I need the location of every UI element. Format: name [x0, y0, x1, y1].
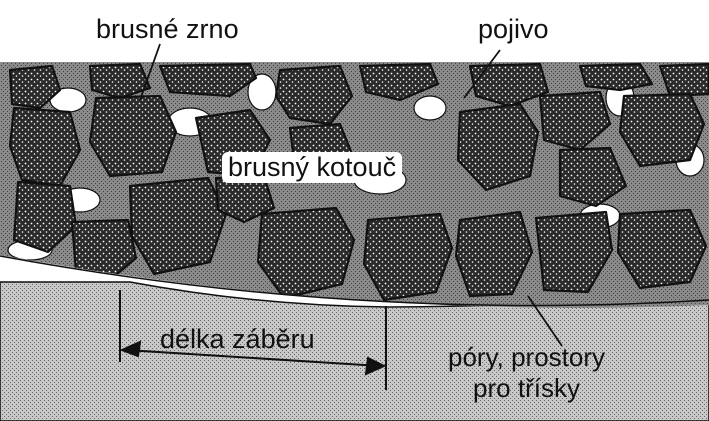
- binder-label: pojivo: [478, 16, 549, 43]
- pores-label: póry, prostory pro třísky: [448, 342, 605, 403]
- abrasive-grain-label: brusné zrno: [96, 16, 239, 43]
- grinding-wheel-label: brusný kotouč: [222, 152, 402, 183]
- pores-label-line2: pro třísky: [448, 373, 605, 404]
- pores-label-line1: póry, prostory: [448, 342, 605, 373]
- contact-length-label: délka záběru: [160, 326, 315, 353]
